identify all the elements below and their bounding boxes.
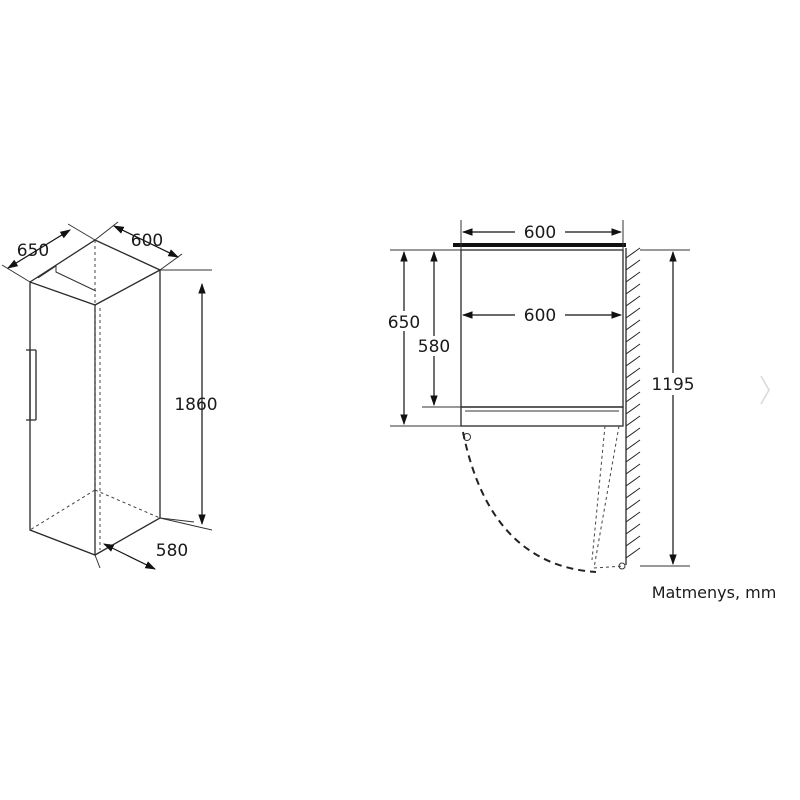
dim-label-650-top: 650 <box>388 313 420 333</box>
wall-hatching <box>625 247 641 559</box>
dim-label-600-inner: 600 <box>524 306 556 326</box>
fridge-top-view: 600 600 650 580 1195 <box>384 220 701 573</box>
dim-label-600-3d: 600 <box>131 231 163 251</box>
dim-line-650-3d <box>7 229 71 269</box>
fridge-front-face <box>29 281 96 556</box>
fridge-door-closed <box>460 406 624 427</box>
door-swing-arc <box>462 431 597 573</box>
dim-label-600-outer: 600 <box>524 223 556 243</box>
hinge-icon <box>618 562 626 570</box>
dim-line-600-3d <box>113 225 179 258</box>
chevron-right-icon[interactable] <box>760 375 770 405</box>
fridge-body-top <box>460 249 624 408</box>
dim-label-1195: 1195 <box>651 375 694 395</box>
dim-line-580-3d <box>103 543 156 570</box>
fridge-handle <box>26 349 37 421</box>
fridge-top-detail <box>37 265 97 292</box>
fridge-hidden-edges <box>29 240 161 531</box>
dim-label-650-3d: 650 <box>17 241 49 261</box>
fridge-side-face <box>94 268 161 556</box>
back-wall <box>453 243 626 247</box>
units-caption: Matmenys, mm <box>652 583 777 602</box>
dim-label-580-top: 580 <box>418 337 450 357</box>
fridge-door-open <box>591 425 625 569</box>
dim-label-580-3d: 580 <box>156 541 188 561</box>
dim-label-1860: 1860 <box>174 395 217 415</box>
fridge-3d-view: 650 600 1860 580 <box>1 221 218 570</box>
